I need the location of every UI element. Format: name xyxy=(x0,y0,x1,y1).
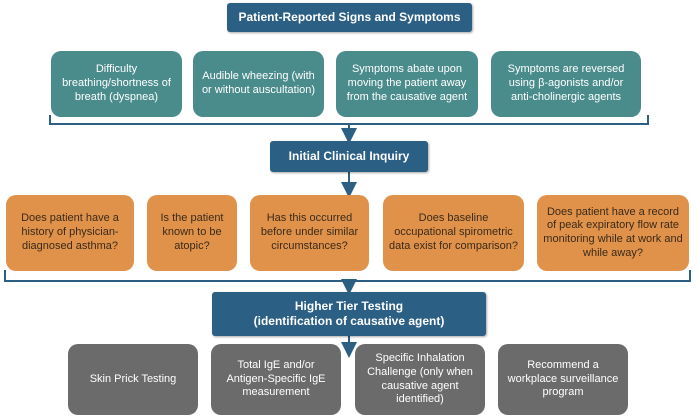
tier2-item-spirometric-data: Does baseline occupational spirometric d… xyxy=(383,195,524,271)
tier3-item-inhalation-challenge: Specific Inhalation Challenge (only when… xyxy=(355,344,485,415)
tier3-item-surveillance: Recommend a workplace surveillance progr… xyxy=(498,344,628,415)
tier2-item-occurred-before: Has this occurred before under similar c… xyxy=(250,195,369,271)
tier1-item-symptoms-reversed: Symptoms are reversed using β-agonists a… xyxy=(491,51,641,117)
tier2-item-peak-flow: Does patient have a record of peak expir… xyxy=(537,195,689,271)
tier3-header: Higher Tier Testing (identification of c… xyxy=(212,292,486,336)
bracket-tier2 xyxy=(4,270,691,282)
tier1-header: Patient-Reported Signs and Symptoms xyxy=(227,3,472,32)
tier2-item-asthma-history: Does patient have a history of physician… xyxy=(6,195,134,271)
tier2-header: Initial Clinical Inquiry xyxy=(270,141,428,172)
tier3-item-skin-prick: Skin Prick Testing xyxy=(68,344,198,415)
tier1-item-symptoms-abate: Symptoms abate upon moving the patient a… xyxy=(336,51,478,117)
tier1-item-wheezing: Audible wheezing (with or without auscul… xyxy=(193,51,324,117)
tier3-item-ige: Total IgE and/or Antigen-Specific IgE me… xyxy=(211,344,341,415)
tier1-item-dyspnea: Difficulty breathing/shortness of breath… xyxy=(51,51,182,117)
tier2-item-atopic: Is the patient known to be atopic? xyxy=(147,195,237,271)
